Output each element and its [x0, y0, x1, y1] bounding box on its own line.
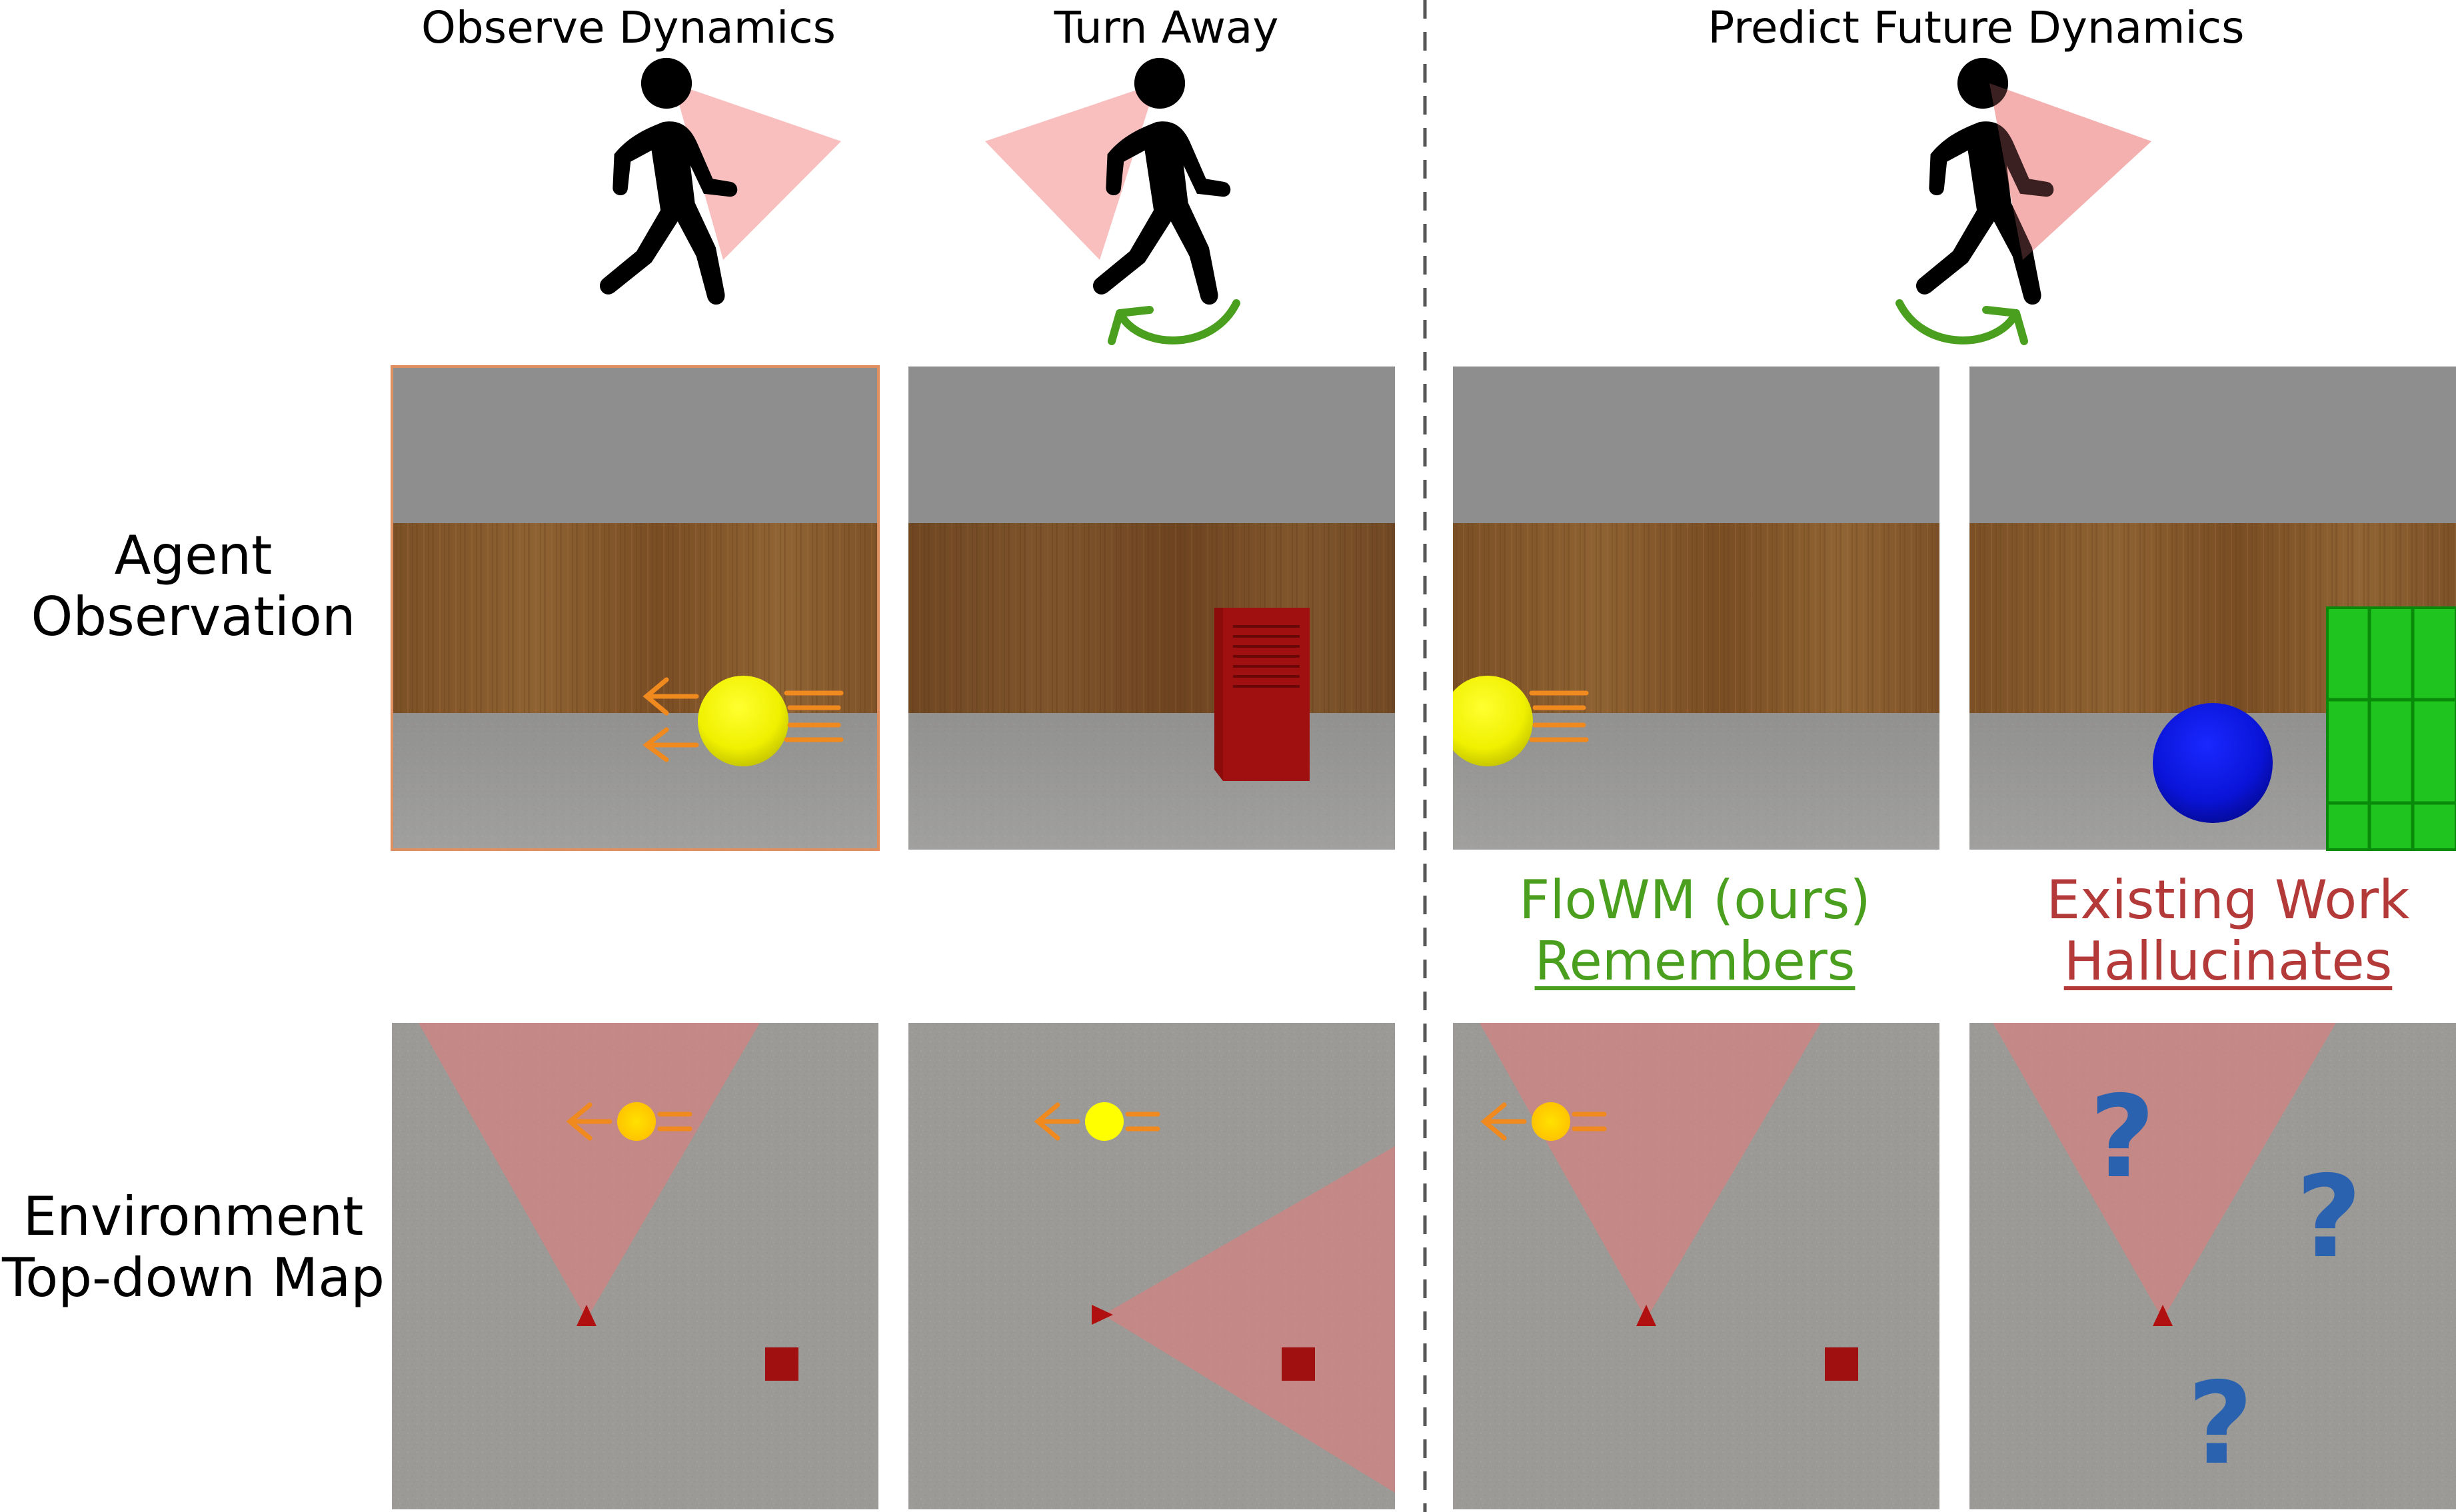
row-label-map: Environment Top-down Map — [2, 1186, 385, 1309]
map-panel-ours — [1453, 1023, 1939, 1509]
row-label-observation: Agent Observation — [31, 525, 355, 648]
fov-cone — [1480, 1023, 1821, 1319]
walking-person-icon — [599, 57, 738, 305]
observation-panel-observe — [391, 365, 880, 851]
yellow-ball-marker — [1085, 1102, 1124, 1141]
agent-marker — [2153, 1305, 2173, 1326]
fov-cone — [1103, 1146, 1395, 1493]
yellow-ball — [1453, 676, 1533, 766]
row-label-observation-line2: Observation — [31, 586, 356, 648]
yellow-ball-marker — [617, 1102, 656, 1141]
walking-person-icon — [1092, 57, 1231, 305]
method-ours-line1: FloWM (ours) — [1519, 869, 1871, 931]
fov-cone-predict — [1989, 83, 2151, 260]
row-label-map-line2: Top-down Map — [2, 1247, 385, 1309]
yellow-ball-marker — [1532, 1102, 1570, 1141]
method-existing-line2: Hallucinates — [2063, 930, 2393, 992]
method-existing-line1: Existing Work — [2046, 869, 2410, 931]
column-title-turn-away: Turn Away — [1054, 2, 1279, 53]
question-icon: ? — [2089, 1072, 2155, 1203]
motion-arrow-icon — [1034, 1102, 1160, 1141]
green-box — [2326, 606, 2456, 851]
agent-marker — [1092, 1305, 1113, 1325]
observation-panel-turn-away — [908, 367, 1395, 850]
method-label-ours: FloWM (ours) Remembers — [1519, 870, 1870, 992]
column-title-predict: Predict Future Dynamics — [1708, 2, 2245, 53]
question-icon: ? — [2187, 1358, 2253, 1490]
red-box-marker — [765, 1347, 798, 1381]
red-box-marker — [1825, 1347, 1858, 1381]
blue-ball — [2153, 703, 2273, 823]
motion-arrow-icon — [566, 1102, 692, 1141]
method-ours-line2: Remembers — [1534, 930, 1855, 992]
fov-cone — [1993, 1023, 2336, 1319]
method-label-existing: Existing Work Hallucinates — [2047, 870, 2410, 992]
observation-panel-ours — [1453, 367, 1939, 850]
motion-arrow-icon — [1480, 1102, 1607, 1141]
question-icon: ? — [2296, 1151, 2362, 1283]
map-panel-existing — [1969, 1023, 2456, 1509]
turn-arrow-icon — [1895, 299, 2028, 345]
observation-panel-existing — [1969, 367, 2456, 851]
map-panel-observe — [392, 1023, 878, 1509]
motion-arrow-icon — [1529, 690, 1589, 742]
motion-arrow-icon — [642, 677, 844, 762]
fov-cone-observe — [673, 83, 841, 260]
fov-cone-turn-away — [985, 83, 1156, 260]
row-label-map-line1: Environment — [23, 1185, 364, 1247]
red-box — [1214, 608, 1310, 781]
column-title-observe: Observe Dynamics — [421, 2, 836, 53]
yellow-ball — [698, 676, 788, 766]
agent-marker — [1636, 1305, 1656, 1326]
fov-cone-overlay — [1989, 83, 2151, 260]
agent-marker — [577, 1305, 597, 1326]
red-box-marker — [1282, 1347, 1315, 1381]
fov-cone — [419, 1023, 760, 1319]
turn-arrow-icon — [1108, 299, 1240, 345]
map-panel-turn-away — [908, 1023, 1395, 1509]
row-label-observation-line1: Agent — [114, 524, 273, 586]
